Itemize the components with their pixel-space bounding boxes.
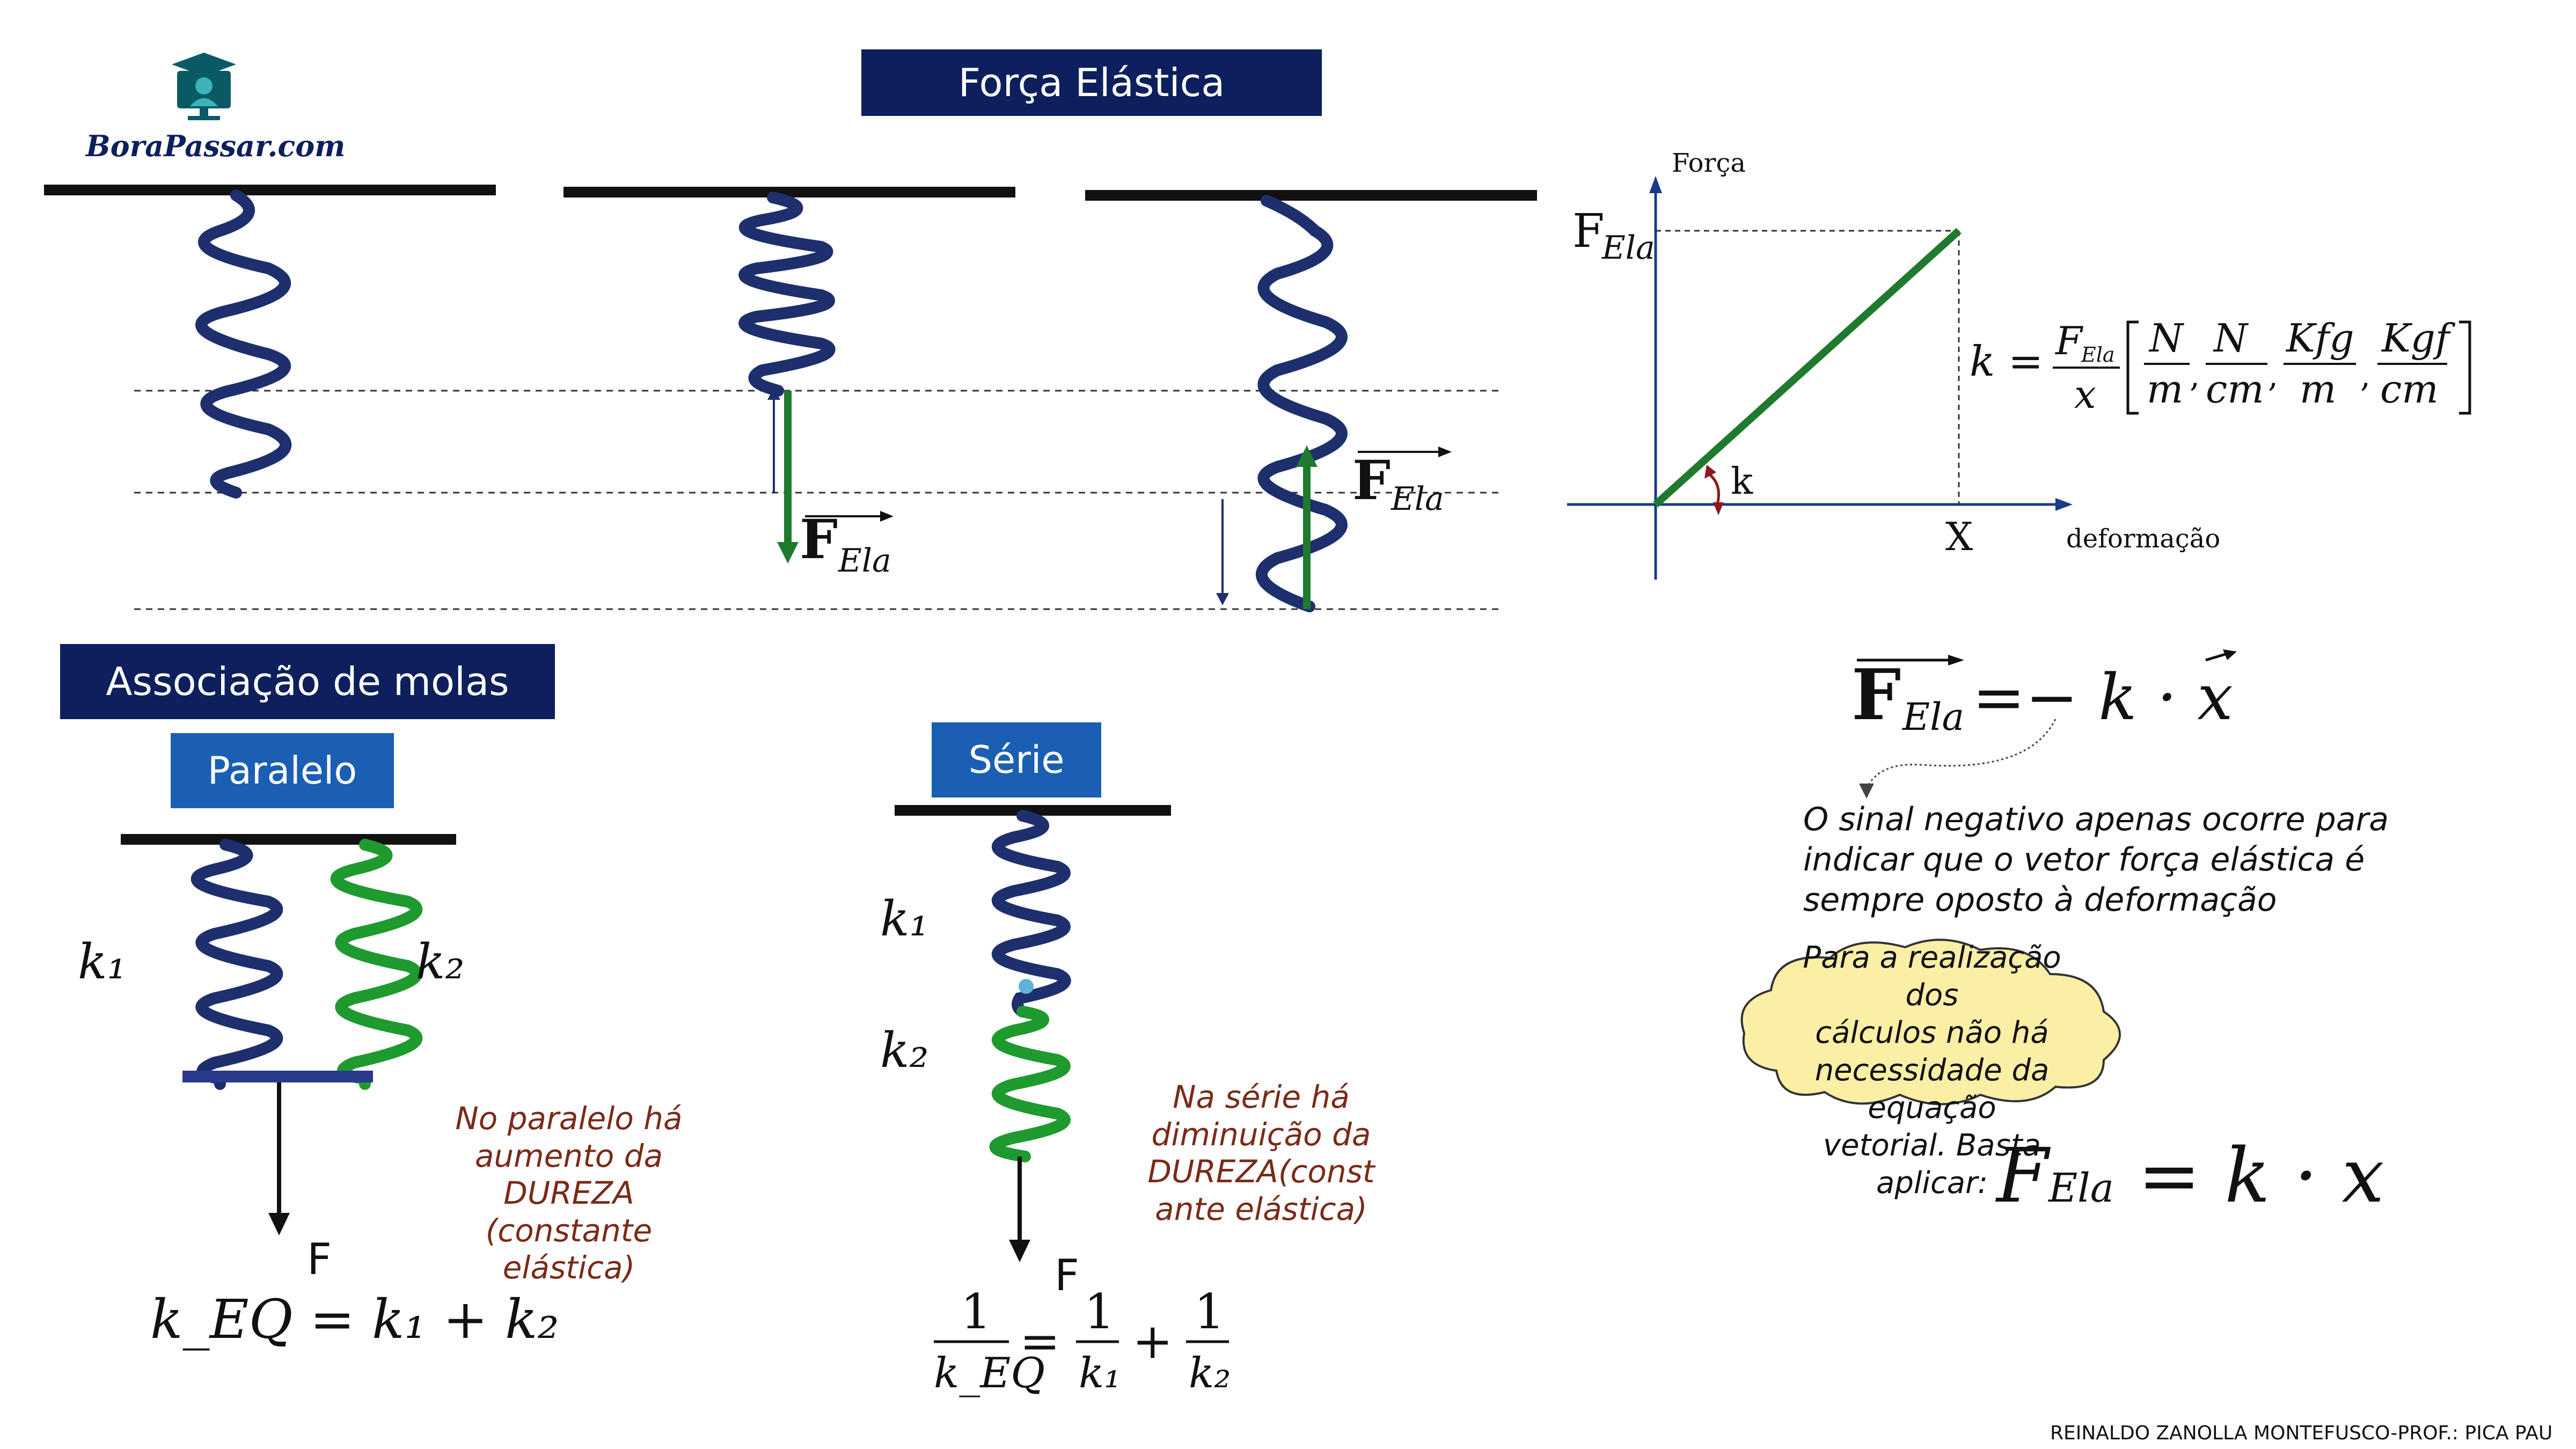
svg-text:1: 1 [1084,1284,1115,1340]
svg-text:N: N [2148,316,2185,361]
ceiling-2 [564,187,1015,197]
svg-text:m: m [2147,367,2183,412]
svg-text:1: 1 [1194,1284,1225,1340]
series-equation: 1 k_EQ = 1 k₁ + 1 k₂ [934,1284,1231,1397]
parallel-equation: k_EQ = k₁ + k₂ [150,1288,559,1351]
svg-text:N: N [2213,316,2249,361]
f-axis-label-sub: Ela [1601,229,1655,267]
ceiling-3 [1085,190,1537,201]
svg-text:k₂: k₂ [1189,1349,1231,1397]
page-title: Força Elástica [861,49,1322,116]
svg-text:=− k · x: =− k · x [1972,660,2233,734]
svg-text:x: x [2074,372,2096,417]
svg-text:cm: cm [2380,367,2439,412]
svg-text:Kfg: Kfg [2285,316,2354,361]
svg-text:cm: cm [2206,367,2264,412]
logo-text: BoraPassar.com [86,129,346,163]
x-tick-label: X [1945,514,1973,559]
spring-relaxed [195,189,292,499]
spring-compressed [738,192,836,397]
svg-text:=: = [1020,1313,1060,1370]
ceiling-1 [44,185,496,195]
svg-text:F: F [2054,318,2084,363]
k-formula: k = F Ela x N m , N cm , Kfg m , Kgf cm [1970,316,2471,417]
force-label-1: F [800,508,838,571]
pointer-curve [1859,719,2057,799]
force-line [1653,228,1962,508]
footer-credit: REINALDO ZANOLLA MONTEFUSCO-PROF.: PICA … [2050,1422,2553,1444]
svg-text:k_EQ: k_EQ [934,1349,1045,1397]
svg-text:k₁: k₁ [1079,1349,1121,1397]
logo: BoraPassar.com [86,48,346,172]
parallel-label: Paralelo [171,733,394,808]
svg-text:,: , [2190,357,2200,394]
sign-note: O sinal negativo apenas ocorre para indi… [1803,801,2389,919]
svg-text:F: F [1851,654,1901,736]
k1-label-series: k₁ [880,891,929,947]
k1-label-parallel: k₁ [78,934,127,990]
cloud-shape [1740,939,2121,1106]
x-axis-label: deformação [2066,524,2220,554]
series-label: Série [932,722,1101,797]
k2-label-parallel: k₂ [416,934,465,990]
spring-stretched [1256,195,1348,612]
cloud-note: Para a realização dos cálculos não há ne… [1803,940,2061,1201]
force-label-2-sub: Ela [1391,480,1444,518]
association-heading: Associação de molas [60,644,555,719]
parallel-note: No paralelo há aumento da DUREZA (consta… [455,1100,683,1286]
force-label-series: F [1055,1250,1080,1300]
graduate-monitor-icon [172,53,236,120]
svg-text:k =: k = [1970,338,2043,386]
svg-text:,: , [2360,357,2370,394]
svg-text:+: + [1132,1313,1173,1370]
force-label-parallel: F [307,1234,332,1284]
spring-diagrams: F Ela F Ela [44,185,1537,612]
series-springs [895,805,1171,1262]
series-note: Na série há diminuição da DUREZA(const a… [1147,1079,1375,1227]
f-axis-label: F [1572,204,1605,258]
svg-text:Kgf: Kgf [2381,316,2456,361]
parallel-springs [121,834,456,1235]
svg-text:1: 1 [961,1284,991,1340]
slope-label: k [1731,460,1753,503]
vector-equation: F Ela =− k · x [1851,649,2237,739]
svg-text:m: m [2300,367,2336,412]
scalar-equation: FEla = k · x [1996,1132,2384,1220]
svg-text:Ela: Ela [1901,695,1964,739]
force-deformation-graph: k Força F Ela X deformação [1567,148,2220,580]
force-label-1-sub: Ela [838,542,891,580]
force-label-2: F [1352,449,1391,512]
y-axis-label: Força [1672,148,1746,178]
k2-label-series: k₂ [880,1022,929,1079]
svg-text:,: , [2268,357,2278,394]
svg-text:Ela: Ela [2081,343,2115,367]
